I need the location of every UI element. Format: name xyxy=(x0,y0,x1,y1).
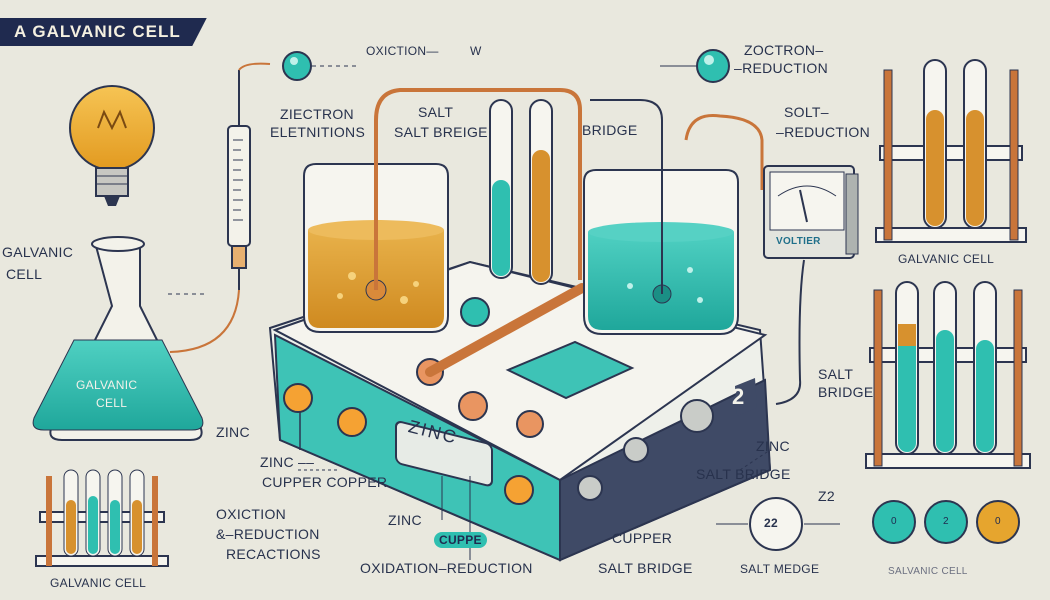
zinc-right-label: ZINC xyxy=(756,438,790,454)
oxidation-reactions-label-2: &–REDUCTION xyxy=(216,526,320,542)
thermometer-icon xyxy=(227,70,251,290)
salt-medge-label: SALT MEDGE xyxy=(740,562,820,576)
ball-label-3: 0 xyxy=(995,516,1001,527)
test-tube-icon xyxy=(529,99,553,285)
zinc-left-label: ZINC xyxy=(216,424,250,440)
salt-bridge-bottom-label: SALT BRIDGE xyxy=(598,560,693,576)
salt-breige-label: SALT BREIGE xyxy=(394,124,488,140)
rack-galvanic-label: GALVANIC CELL xyxy=(898,252,995,266)
zoctron-label: ZOCTRON– xyxy=(744,42,824,58)
flask-label-2: CELL xyxy=(96,396,128,410)
light-bulb-icon xyxy=(69,85,155,206)
electron-ball-icon xyxy=(872,500,916,544)
flask-label-1: GALVANIC xyxy=(76,378,138,392)
electron-ball-icon xyxy=(696,49,730,83)
title-banner: A GALVANIC CELL xyxy=(0,18,207,46)
galvanic-label: GALVANIC xyxy=(2,244,74,260)
galvanic-cell-br-label: SALVANIC CELL xyxy=(888,566,968,577)
salt-bridge-right-label: SALT BRIDGE xyxy=(696,466,791,482)
ball-label-2: 2 xyxy=(943,516,949,527)
bridge-right-label: BRIDGE xyxy=(818,384,874,400)
voltmeter-label: VOLTIER xyxy=(776,236,821,247)
gauge-value: 22 xyxy=(764,516,778,530)
cuppe-badge: CUPPE xyxy=(434,532,487,548)
voltmeter-icon xyxy=(763,165,859,259)
elettions-label: ELETNITIONS xyxy=(270,124,366,140)
erlenmeyer-flask-icon xyxy=(32,236,204,441)
terminal-icon xyxy=(458,391,488,421)
gauge-icon xyxy=(749,497,803,551)
solt-label: SOLT– xyxy=(784,104,829,120)
zinc-cupper-label-2: CUPPER COPPER xyxy=(262,474,388,490)
oxidation-reactions-label-1: OXICTION xyxy=(216,506,287,522)
electron-ball-icon xyxy=(282,51,312,81)
oxidation-reduction-label: OXIDATION–REDUCTION xyxy=(360,560,533,576)
salt-label: SALT xyxy=(418,104,454,120)
electron-ball-icon xyxy=(976,500,1020,544)
device-number: 2 xyxy=(732,384,745,409)
w-label: W xyxy=(470,44,482,58)
ball-label-1: 0 xyxy=(891,516,897,527)
test-tube-rack-icon xyxy=(875,59,1027,243)
terminal-icon xyxy=(516,410,544,438)
test-tube-rack-icon xyxy=(35,469,169,567)
reduction-label: –REDUCTION xyxy=(734,60,829,76)
zinc-cupper-label-1: ZINC –– xyxy=(260,454,315,470)
zinc-bottom-label: ZINC xyxy=(388,512,422,528)
galvanic-cell-bl-label: GALVANIC CELL xyxy=(50,576,147,590)
dial-icon xyxy=(577,475,603,501)
electron-ball-icon xyxy=(924,500,968,544)
cupper-label: CUPPER xyxy=(612,530,673,546)
dial-icon xyxy=(623,437,649,463)
ziectron-label: ZIECTRON xyxy=(280,106,354,122)
cell-label: CELL xyxy=(6,266,43,282)
solt-reduction-label: –REDUCTION xyxy=(776,124,871,140)
knob-icon xyxy=(283,383,313,413)
salt-right-label: SALT xyxy=(818,366,854,382)
dial-icon xyxy=(680,399,714,433)
test-tube-icon xyxy=(489,99,513,279)
device-display xyxy=(505,340,635,400)
gauge-z2-label: Z2 xyxy=(818,488,835,504)
bridge-label: BRIDGE xyxy=(582,122,638,138)
oxidation-label: OXICTION— xyxy=(366,44,439,58)
knob-icon xyxy=(337,407,367,437)
knob-icon xyxy=(504,475,534,505)
oxidation-reactions-label-3: RECACTIONS xyxy=(226,546,321,562)
test-tube-rack-icon xyxy=(865,281,1031,469)
